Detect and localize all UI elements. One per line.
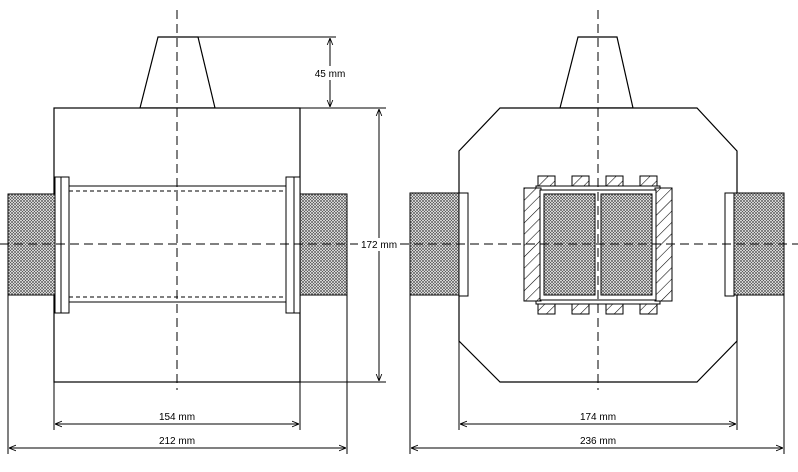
front-right-plate-inner [285,176,295,314]
dim-label-45: 45 mm [315,69,346,80]
dim-label-212: 212 mm [159,436,195,447]
side-top-boss [559,36,634,109]
dim-label-154: 154 mm [159,412,195,423]
dim-label-174: 174 mm [580,412,616,423]
front-view: 45 mm 172 mm 154 mm 212 mm [0,10,398,454]
side-view: 174 mm 236 mm [400,10,798,454]
dim-label-172: 172 mm [361,240,397,251]
dim-label-236: 236 mm [580,436,616,447]
front-left-plate-inner [60,176,70,314]
